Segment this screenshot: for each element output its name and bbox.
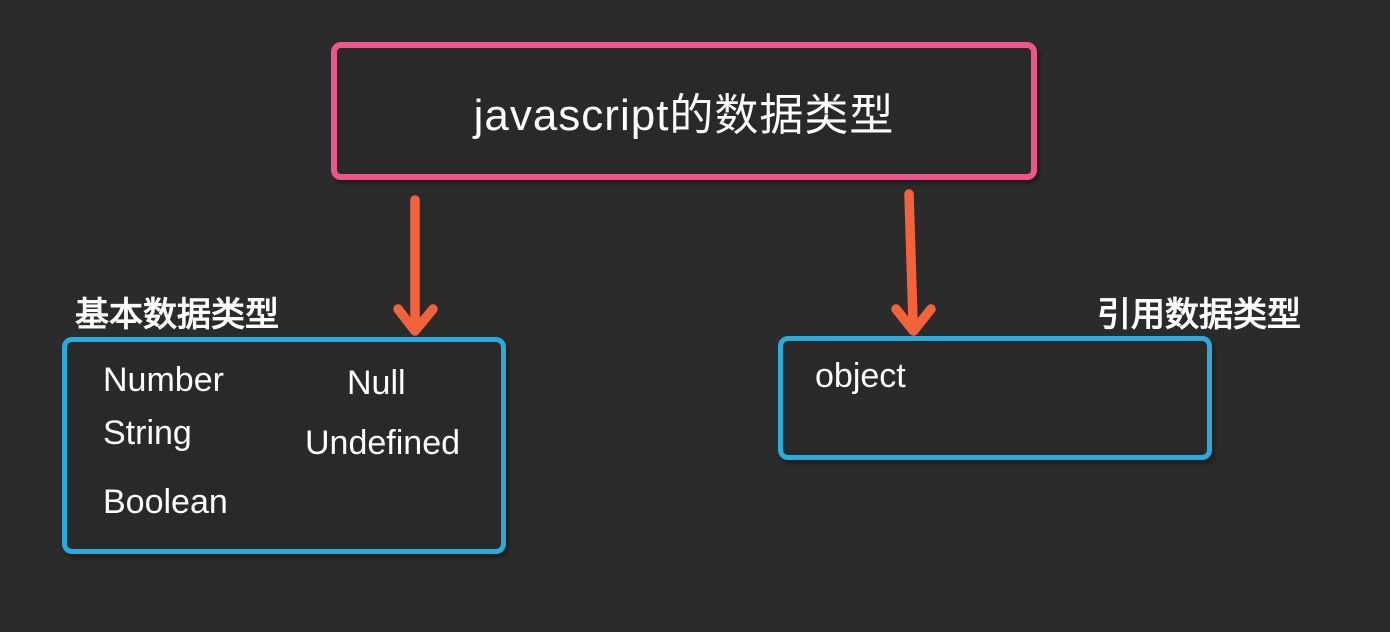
primitive-item-string: String <box>103 414 192 452</box>
arrow-down-left-icon <box>393 195 438 336</box>
primitive-item-undefined: Undefined <box>305 424 461 462</box>
primitive-types-box <box>62 337 506 554</box>
primitive-group-label: 基本数据类型 <box>75 296 279 334</box>
title-text: javascript的数据类型 <box>473 91 895 140</box>
reference-item-object: object <box>815 357 906 395</box>
title-node: javascript的数据类型 <box>331 42 1037 180</box>
primitive-item-null: Null <box>347 364 406 402</box>
primitive-item-boolean: Boolean <box>103 483 228 521</box>
arrow-down-right-icon <box>891 189 936 336</box>
reference-types-box <box>778 336 1212 460</box>
reference-group-label: 引用数据类型 <box>1097 296 1301 334</box>
primitive-item-number: Number <box>103 361 224 399</box>
